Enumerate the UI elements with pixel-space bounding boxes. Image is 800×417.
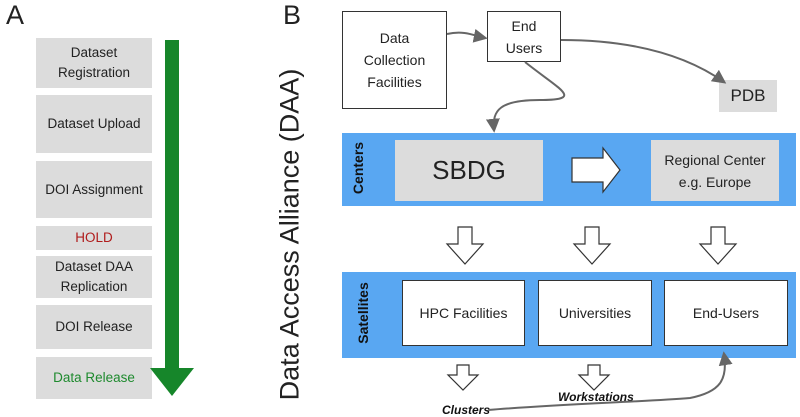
end-users-box: End Users [487,11,561,62]
step-dataset-upload: Dataset Upload [36,95,152,153]
down-arrow-clusters [446,364,480,391]
universities-box: Universities [538,280,652,346]
sbdg-box: SBDG [395,140,543,201]
down-arrow-3 [698,226,738,265]
step-dataset-registration: Dataset Registration [36,38,152,88]
workstations-label: Workstations [558,390,634,404]
data-collection-facilities-box: Data Collection Facilities [342,11,447,109]
step-hold: HOLD [36,226,152,250]
end-users-satellite-box: End-Users [664,280,788,346]
hpc-facilities-box: HPC Facilities [402,280,525,346]
step-doi-assignment: DOI Assignment [36,161,152,218]
clusters-label: Clusters [442,403,491,417]
pdb-box: PDB [719,80,777,112]
panel-a-letter: A [6,0,25,30]
regional-center-box: Regional Center e.g. Europe [651,140,779,201]
step-doi-release: DOI Release [36,305,152,349]
step-dataset-daa-replication: Dataset DAA Replication [36,256,152,298]
step-data-release: Data Release [36,357,152,399]
panel-b-letter: B [283,0,302,30]
flow-right-arrow [571,146,621,194]
down-arrow-2 [572,226,612,265]
down-arrow-workstations [577,364,611,391]
down-arrow-1 [445,226,485,265]
